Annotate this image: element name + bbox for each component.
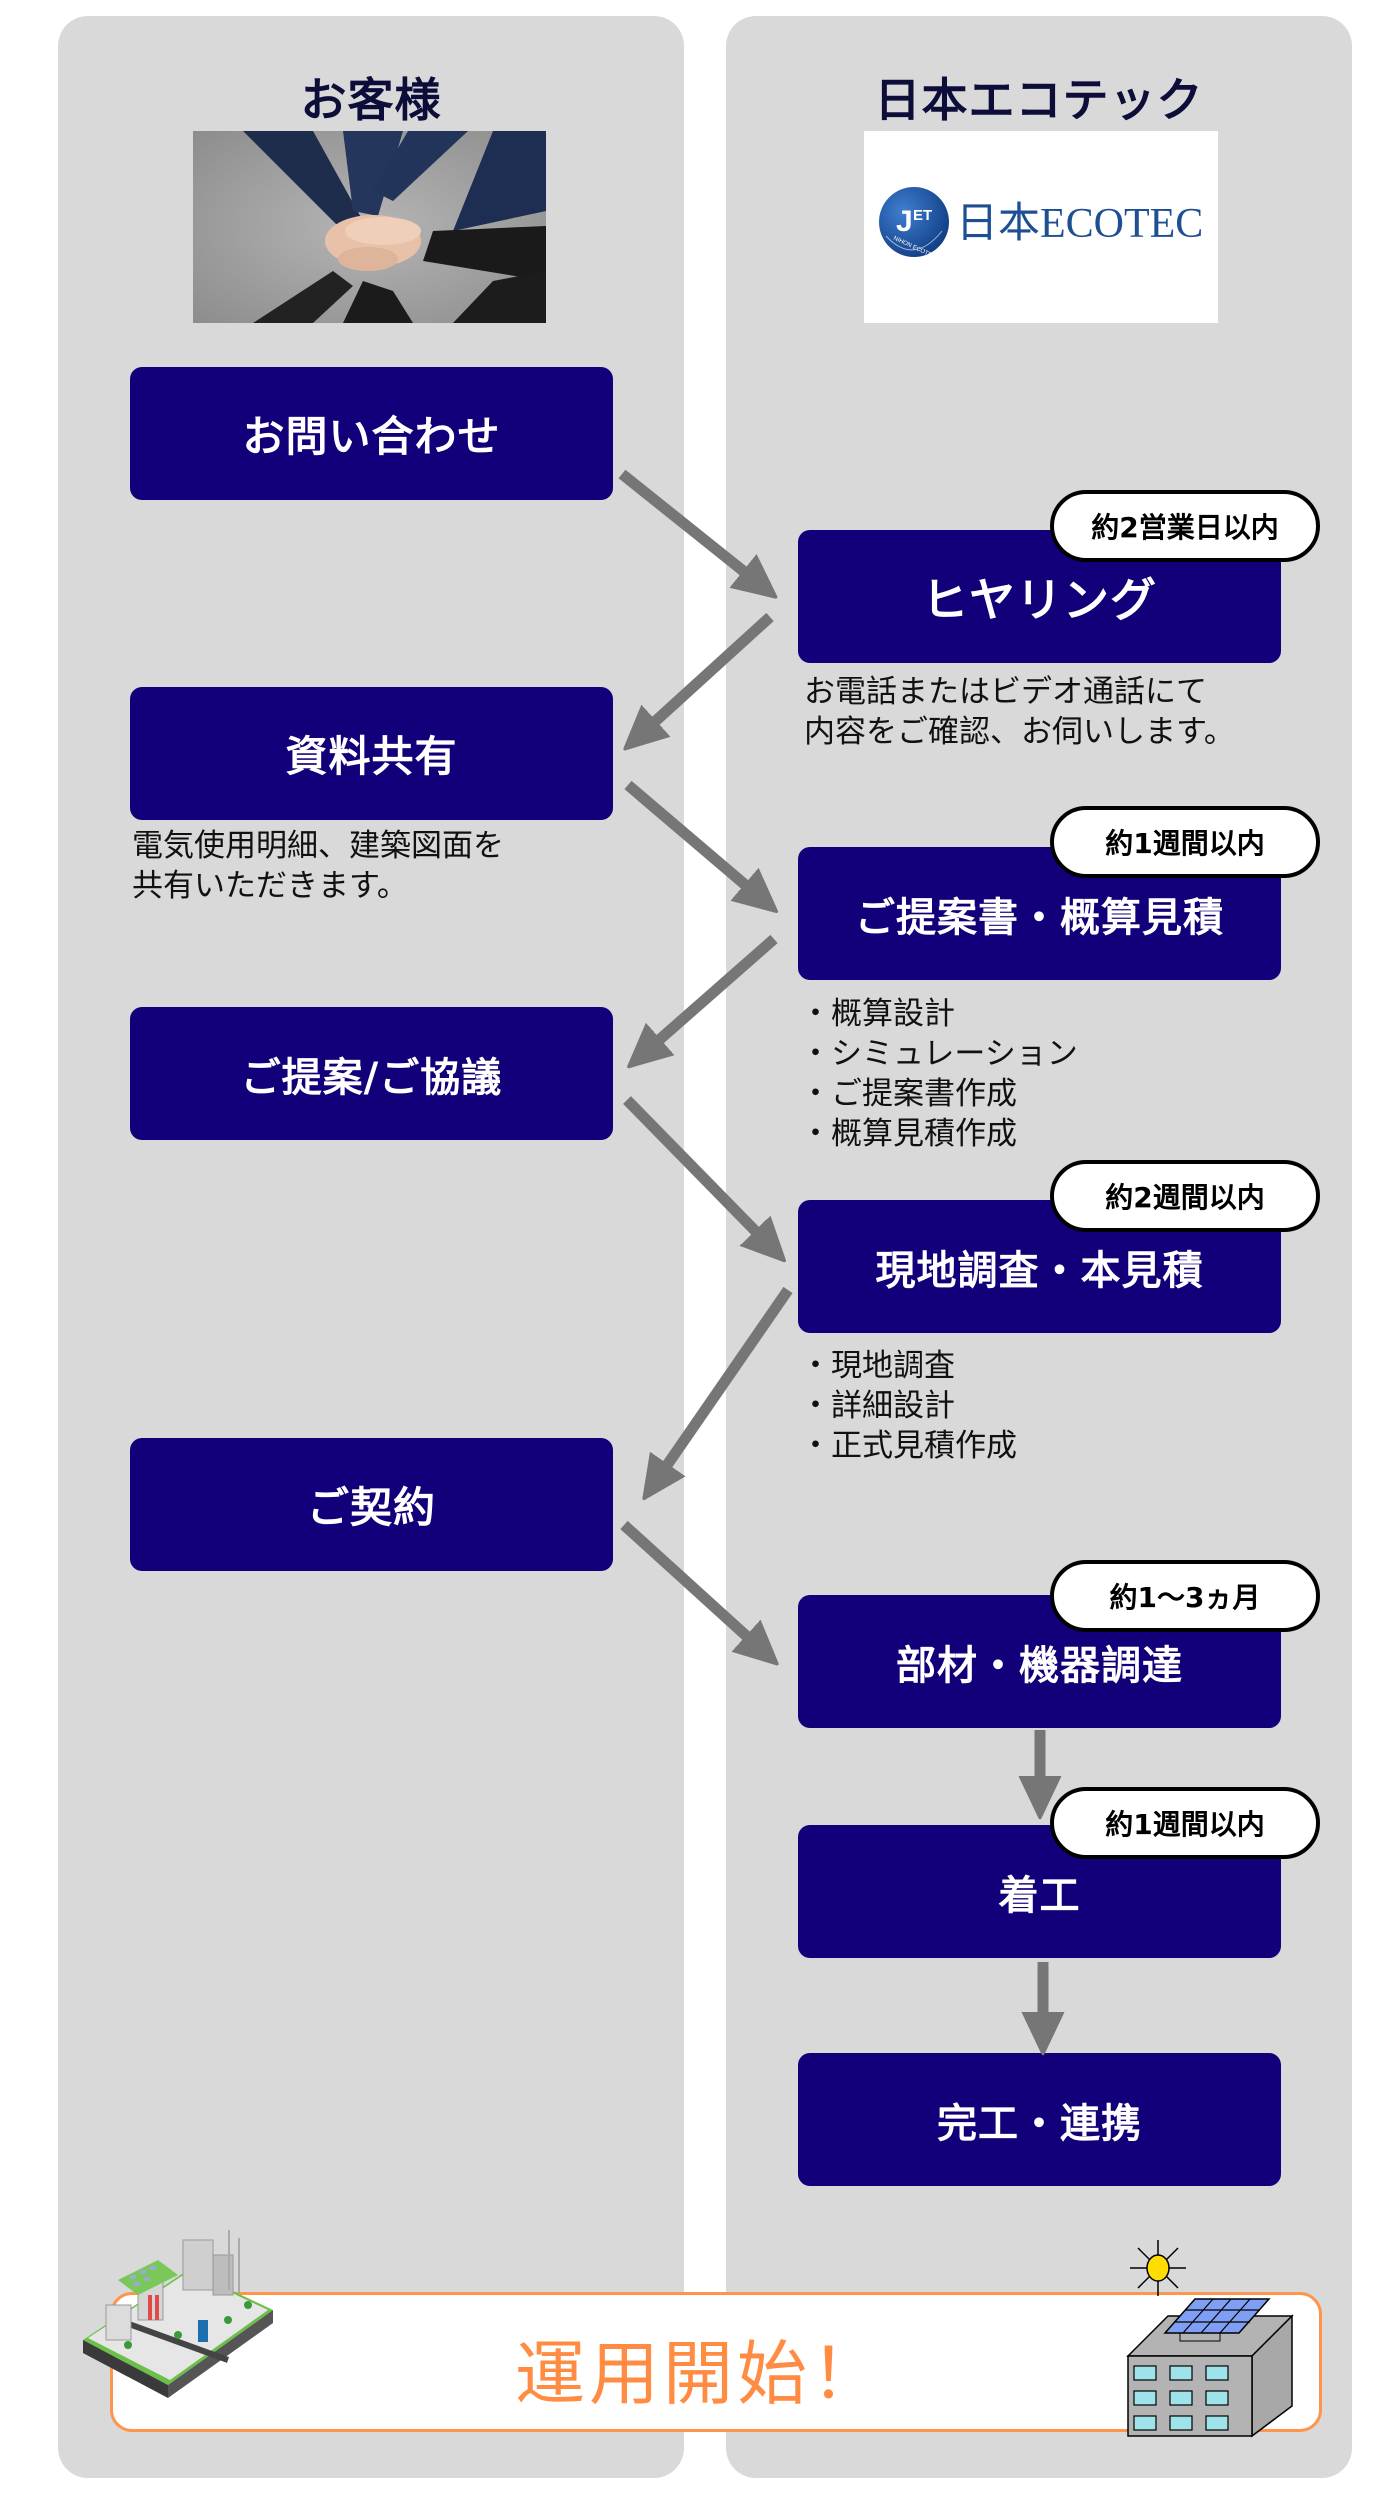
bullet-item: ・現地調査: [800, 1348, 955, 1384]
note-line: 内容をご確認、お伺いします。: [804, 714, 1235, 750]
duration-badge-hearing: 約2営業日以内: [1050, 490, 1320, 562]
bullet-item: ・詳細設計: [800, 1388, 955, 1424]
step-label: ご契約: [306, 1483, 436, 1532]
duration-badge-procurement: 約1〜3ヵ月: [1050, 1560, 1320, 1632]
bullet-item: ・正式見積作成: [800, 1428, 1017, 1464]
step-label: お問い合わせ: [242, 412, 501, 461]
svg-text:ET: ET: [913, 207, 932, 224]
step-inquiry: お問い合わせ: [130, 367, 613, 500]
note-line: 共有いただきます。: [132, 868, 408, 904]
survey-bullets: ・現地調査 ・詳細設計 ・正式見積作成: [800, 1346, 1017, 1466]
bullet-item: ・概算見積作成: [800, 1116, 1017, 1152]
solar-building-icon: [1126, 2240, 1294, 2438]
building-windows: [1133, 2365, 1229, 2431]
smart-city-illustration-icon: [83, 2230, 273, 2398]
operation-start-text: 運用開始！: [515, 2333, 885, 2415]
document-sharing-note: 電気使用明細、建築図面を 共有いただきます。: [132, 826, 504, 906]
proposal-bullets: ・概算設計 ・シミュレーション ・ご提案書作成 ・概算見積作成: [800, 994, 1078, 1154]
step-proposal-discussion: ご提案/ご協議: [130, 1007, 613, 1140]
step-label: 着工: [998, 1872, 1081, 1919]
step-label: ご提案書・概算見積: [855, 894, 1224, 941]
company-logo: J ET NIHON ECOTECH 日本ECOTEC: [864, 131, 1218, 323]
duration-badge-survey: 約2週間以内: [1050, 1160, 1320, 1232]
team-hands-photo: [193, 131, 546, 323]
note-line: お電話またはビデオ通話にて: [804, 674, 1207, 710]
step-label: 現地調査・本見積: [875, 1247, 1204, 1294]
step-label: 完工・連携: [937, 2100, 1142, 2147]
step-procurement: 部材・機器調達: [798, 1595, 1281, 1728]
bullet-item: ・概算設計: [800, 996, 955, 1032]
bullet-item: ・シミュレーション: [800, 1036, 1078, 1072]
jet-emblem-icon: J ET NIHON ECOTECH: [879, 187, 949, 262]
company-column-title: 日本エコテック: [874, 73, 1204, 127]
customer-column-title: お客様: [300, 73, 442, 127]
step-label: 部材・機器調達: [896, 1642, 1183, 1689]
step-completion: 完工・連携: [798, 2053, 1281, 2186]
step-label: 資料共有: [285, 732, 458, 781]
step-document-sharing: 資料共有: [130, 687, 613, 820]
operation-start-banner: [110, 2292, 1322, 2432]
svg-text:J: J: [896, 205, 913, 238]
hearing-note: お電話またはビデオ通話にて 内容をご確認、お伺いします。: [804, 672, 1235, 752]
logo-wordmark: 日本ECOTEC: [956, 201, 1203, 247]
duration-badge-construction: 約1週間以内: [1050, 1787, 1320, 1859]
step-label: ヒヤリング: [922, 572, 1157, 627]
duration-badge-proposal: 約1週間以内: [1050, 806, 1320, 878]
bullet-item: ・ご提案書作成: [800, 1076, 1017, 1112]
step-contract: ご契約: [130, 1438, 613, 1571]
note-line: 電気使用明細、建築図面を: [132, 828, 504, 864]
step-label: ご提案/ご協議: [240, 1054, 503, 1101]
sun-icon: [1130, 2240, 1186, 2296]
